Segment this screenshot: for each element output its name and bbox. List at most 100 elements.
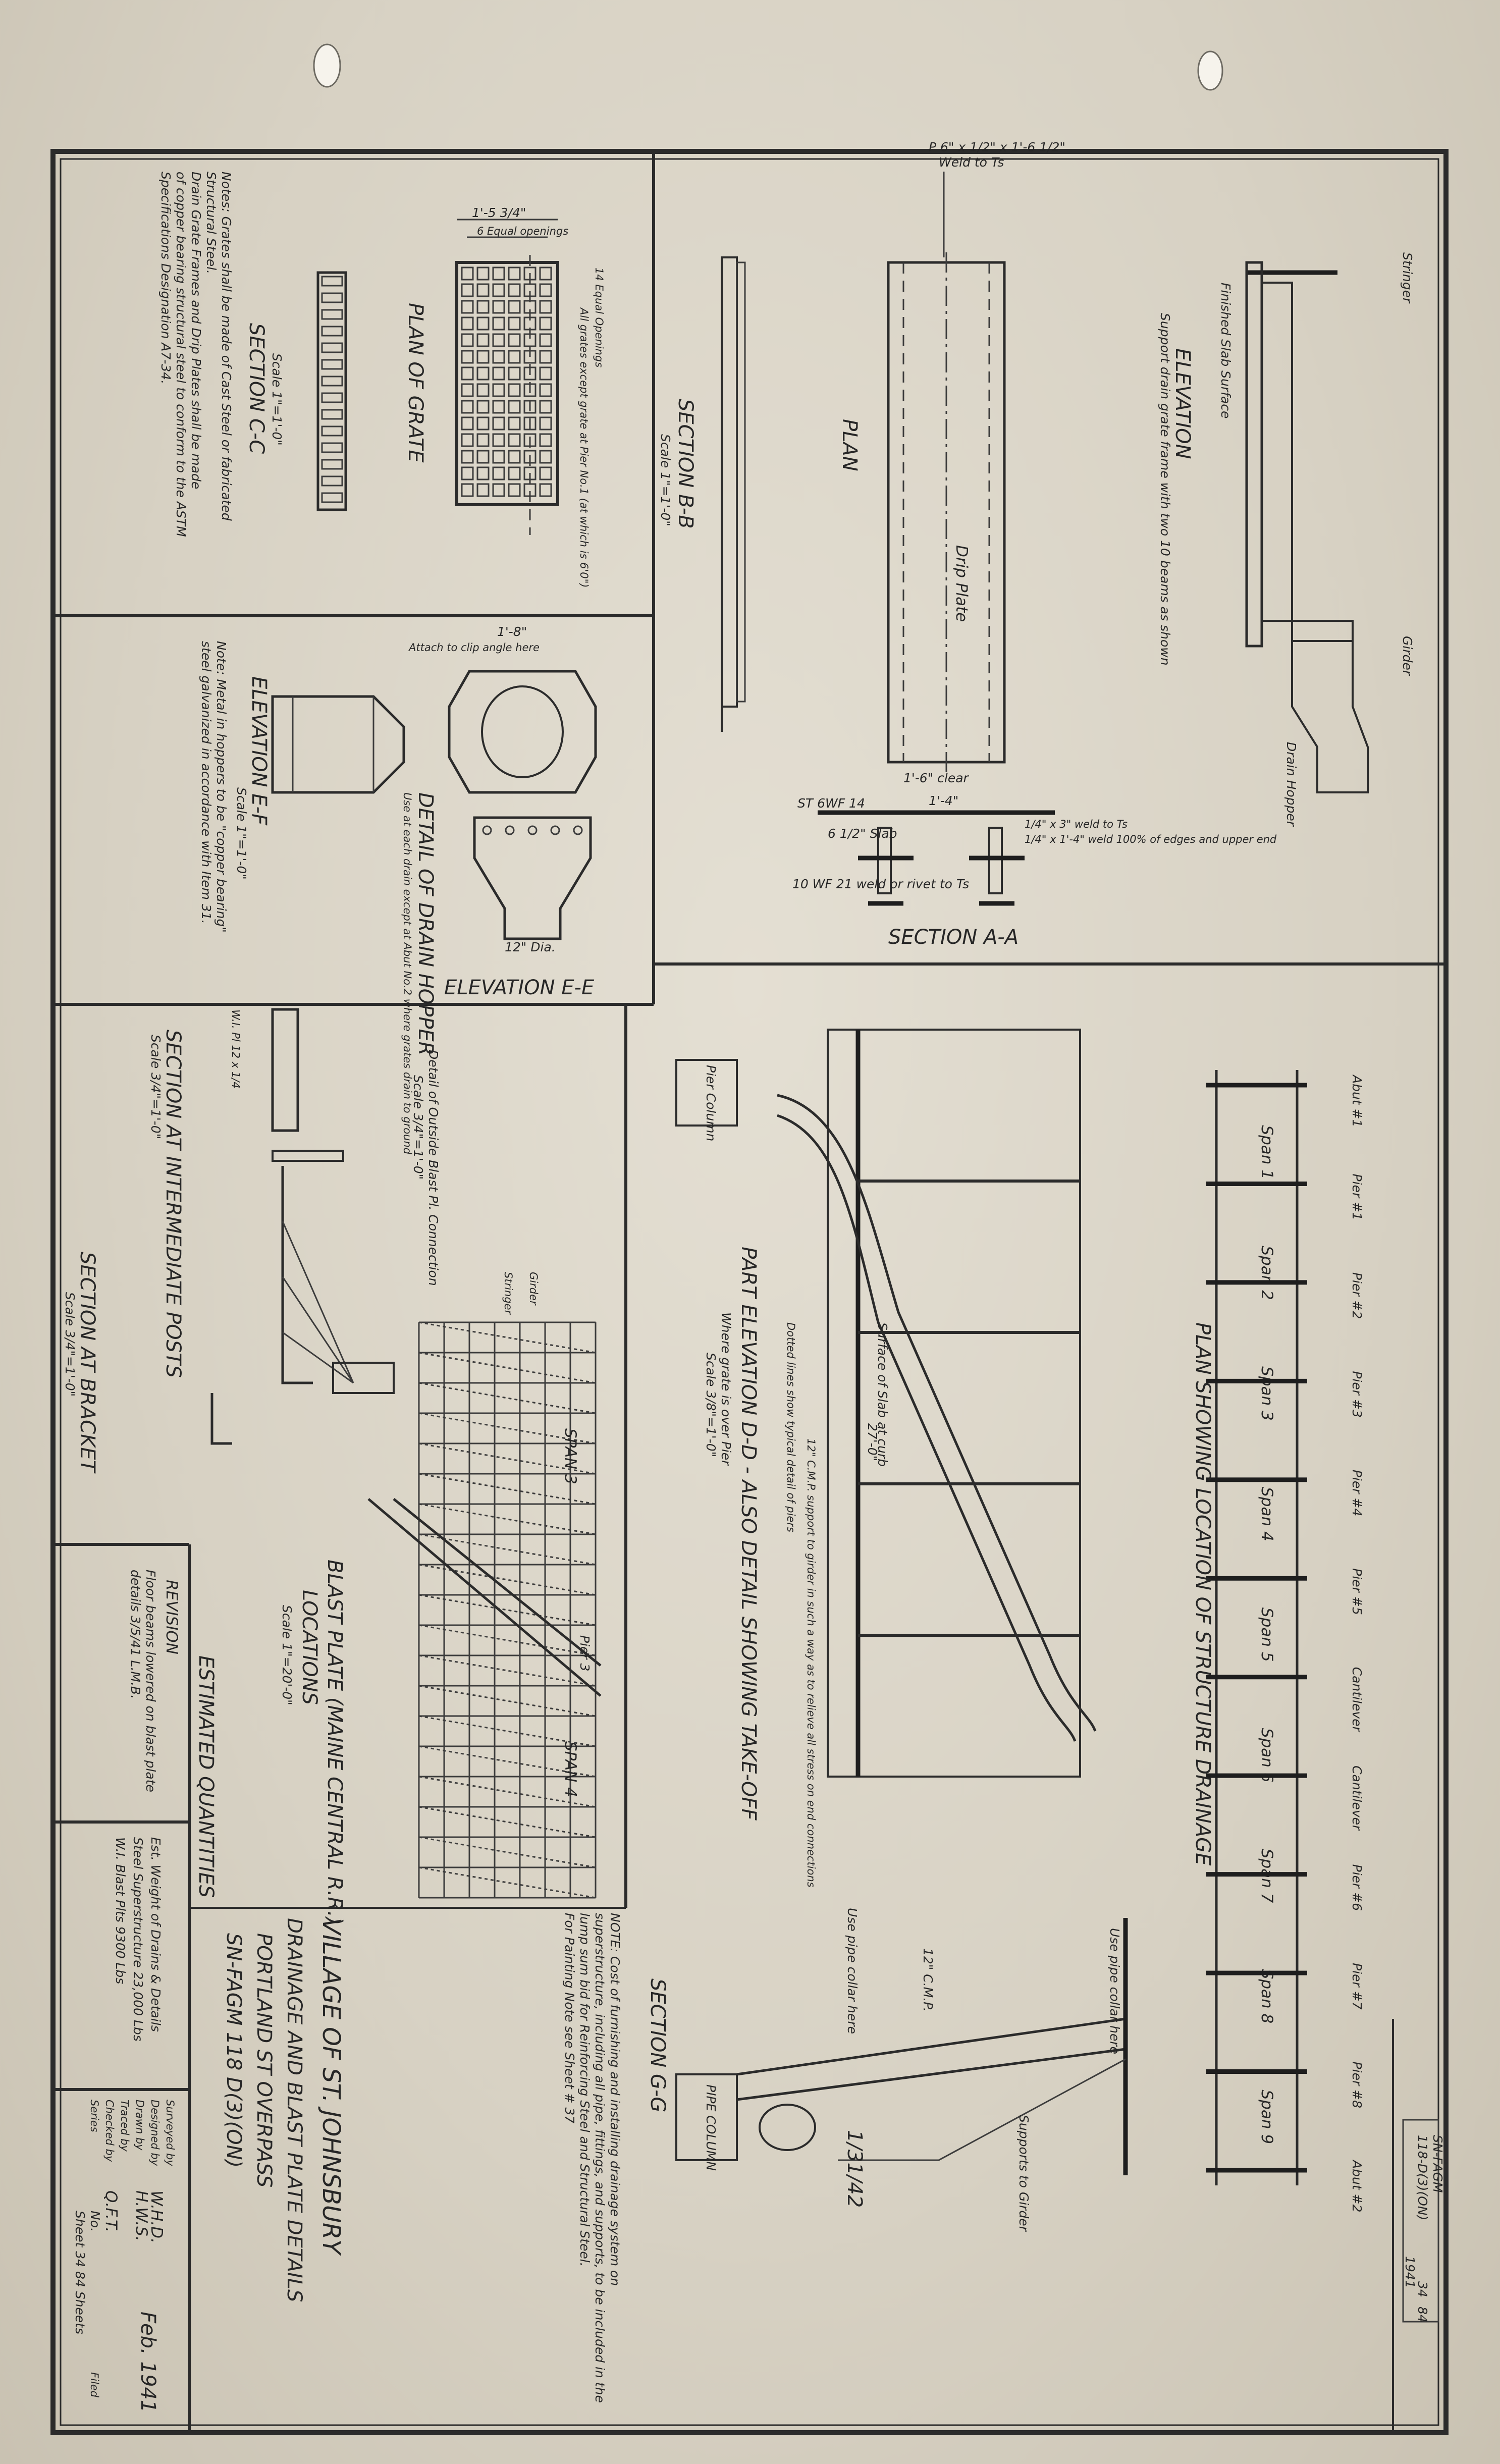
hopper-bolt (505, 825, 515, 835)
grate-opening (508, 333, 521, 347)
title-village: VILLAGE OF ST. JOHNSBURY (317, 1918, 345, 2256)
grate-bar (321, 309, 343, 320)
weld-note-2: 1/4" x 1'-4" weld 100% of edges and uppe… (1025, 833, 1277, 845)
grate-note: All grates except grate at Pier No.1 (at… (578, 307, 590, 587)
section-bb-view: SECTION B-B Scale 1"=1'-0" (658, 256, 746, 732)
blast-diagonal (418, 1836, 596, 1868)
section-bracket-view: SECTION AT INTERMEDIATE POSTS Scale 3/4"… (63, 1008, 540, 1474)
grate-bar (321, 492, 343, 503)
hopper-views: Note: Metal in hoppers to be "copper bea… (199, 624, 597, 1155)
weld-note-1: 1/4" x 3" weld to Ts (1025, 818, 1128, 830)
grate-opening (476, 283, 490, 297)
stamp-line2: 118-D(3)(ON) (1415, 2135, 1430, 2220)
grate-opening (476, 333, 490, 347)
traced-label: Traced by (119, 2100, 131, 2152)
pier-label: Pier #5 (1350, 1568, 1364, 1615)
grate-opening (539, 333, 552, 347)
hopper-bolt (573, 825, 583, 835)
elevation-view: ELEVATION Support drain grate frame with… (1158, 252, 1415, 827)
grate-opening (461, 300, 474, 314)
section-bb-title: SECTION B-B (674, 399, 697, 529)
stamp-line3: 1941 (1403, 2256, 1417, 2288)
grate-opening (461, 350, 474, 364)
stringer-tag: Stringer (502, 1272, 514, 1315)
filed-label: Filed (88, 2372, 100, 2398)
grate-bar (321, 475, 343, 487)
drawn-by: H.W.S. (132, 2190, 150, 2241)
section-bracket-title: SECTION AT BRACKET (76, 1252, 99, 1474)
grate-opening (461, 333, 474, 347)
grate-opening (539, 450, 552, 464)
designed-by: W.H.D. (147, 2190, 166, 2243)
st-label: ST 6WF 14 (797, 796, 865, 811)
grate-opening (508, 300, 521, 314)
span-label: Span 9 (1258, 2090, 1276, 2145)
grate-opening (492, 366, 505, 381)
grate-opening (539, 466, 552, 480)
sheet-line: Sheet 34 84 Sheets (73, 2211, 87, 2334)
grate-opening (508, 416, 521, 431)
elevation-title: ELEVATION (1171, 348, 1194, 459)
grate-opening (508, 483, 521, 497)
stringer-label: Stringer (1400, 252, 1415, 304)
section-aa-title: SECTION A-A (888, 926, 1019, 949)
grate-opening (461, 466, 474, 480)
grate-opening (508, 450, 521, 464)
grate-opening (492, 300, 505, 314)
section-interm-title: SECTION AT INTERMEDIATE POSTS (162, 1030, 185, 1378)
plan-drip-view: PLAN Drip Plate P 6" x 1/2" x 1'-6 1/2" … (838, 140, 1065, 772)
quantities-block: ESTIMATED QUANTITIES Est. Weight of Drai… (113, 1655, 218, 2042)
note-hopper-2: steel galvanized in accordance with Item… (199, 641, 213, 924)
blast-diagonal (418, 1503, 596, 1535)
detail-outside: Detail of Outside Blast Pl. Connection (426, 1050, 441, 1286)
grate-opening (492, 283, 505, 297)
revision-line2: details 3/5/41 L.M.B. (128, 1570, 143, 1699)
section-cc-title: SECTION C-C (245, 323, 268, 454)
plan-grate-view: 1'-5 3/4" 6 Equal openings PLAN OF GRATE… (404, 205, 605, 587)
section-cc-view: SECTION C-C Scale 1"=1'-0" (245, 271, 347, 511)
detail-hopper-note: Use at each drain except at Abut No.2 wh… (401, 792, 413, 1155)
cost-note-4: For Painting Note see Sheet # 37 (562, 1913, 577, 2123)
span4-label: SPAN 4 (561, 1741, 579, 1797)
grate-opening (476, 433, 490, 447)
drain-hopper-label: Drain Hopper (1284, 742, 1299, 827)
note-grates-2: Structural Steel. (204, 172, 219, 274)
drip-dim: P 6" x 1/2" x 1'-6 1/2" (929, 140, 1065, 154)
span-label: Span 3 (1258, 1366, 1276, 1421)
pier-label: Abut #2 (1350, 2159, 1364, 2212)
grate-opening (508, 350, 521, 364)
surveyed-label: Surveyed by (164, 2100, 176, 2166)
span3-label: SPAN 3 (561, 1428, 579, 1484)
plan-grate-title: PLAN OF GRATE (404, 303, 427, 463)
span-label: Span 5 (1258, 1608, 1276, 1662)
grate-opening (492, 266, 505, 281)
revision-block: REVISION Floor beams lowered on blast pl… (128, 1570, 181, 1792)
pier-label: Pier #4 (1350, 1470, 1364, 1516)
quantities-line2: Steel Superstructure 23,000 Lbs (131, 1837, 145, 2042)
supports-girder: Supports to Girder (1016, 2115, 1031, 2232)
cost-note-1: NOTE: Cost of furnishing and installing … (608, 1913, 622, 2286)
blast-diagonal (418, 1382, 596, 1414)
span-label: Span 8 (1258, 1969, 1276, 2024)
cost-note-2: superstructure, including all pipe, fitt… (593, 1913, 607, 2403)
blast-diagonal (418, 1866, 596, 1899)
girder-tag: Girder (527, 1272, 540, 1306)
section-gg-view: SECTION G-G PIPE COLUMN 12" C.M.P. Use p… (646, 1908, 1128, 2232)
part-elev-sub: Where grate is over Pier (719, 1312, 733, 1466)
grate-opening (492, 466, 505, 480)
grate-opening (492, 316, 505, 331)
weld-to-ts: Weld to Ts (939, 155, 1004, 170)
dim-27: 27'-0" (865, 1423, 880, 1461)
pier3-label: Pier 3 (577, 1635, 592, 1672)
pier-label: Pier #7 (1350, 1963, 1364, 2010)
blast-diagonal (418, 1533, 596, 1566)
stamp-line5: 84 (1415, 2307, 1430, 2323)
dotted-note: Dotted lines show typical detail of pier… (785, 1322, 797, 1532)
grate-opening (476, 366, 490, 381)
section-bracket-scale: Scale 3/4"=1'-0" (63, 1292, 77, 1397)
grate-opening (508, 466, 521, 480)
slab-label: 6 1/2" Slab (828, 826, 897, 841)
grate-opening (476, 466, 490, 480)
